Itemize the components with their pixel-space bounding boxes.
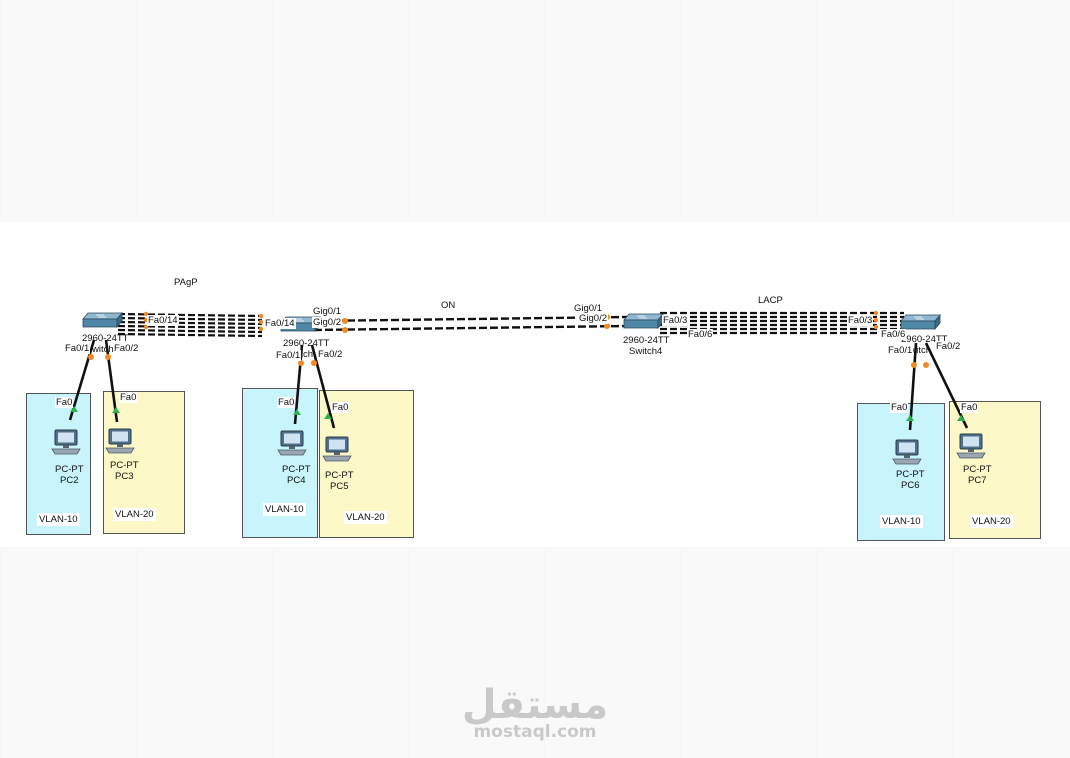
pc-name-label: PC3 <box>115 471 134 482</box>
port-label: Fa0/3 <box>847 315 874 326</box>
port-label: Fa0/1 <box>64 343 91 354</box>
pc-type-label: PC-PT <box>963 464 992 475</box>
pc-type-label: PC-PT <box>110 460 139 471</box>
port-label: Gig0/2 <box>312 317 342 328</box>
port-label: Gig0/2 <box>578 313 608 324</box>
port-label: Gig0/1 <box>574 303 602 314</box>
port-label: Gig0/1 <box>313 306 341 317</box>
switch-4-icon[interactable] <box>623 313 664 329</box>
pc-type-label: PC-PT <box>55 464 84 475</box>
port-label: Fa0/1 <box>275 350 302 361</box>
protocol-label-lacp: LACP <box>758 295 783 306</box>
port-label: Fa0/3 <box>662 315 689 326</box>
pc-type-label: PC-PT <box>325 470 354 481</box>
pc-name-label: PC5 <box>330 481 349 492</box>
vlan-label: VLAN-20 <box>113 508 156 521</box>
switch-1-model: 2960-24TT <box>82 333 129 344</box>
switch-5-caption: Switch <box>903 345 931 356</box>
port-label: Fa0/2 <box>935 341 962 352</box>
pc-name-label: PC7 <box>968 475 987 486</box>
port-label: Fa0/2 <box>317 349 344 360</box>
port-label: Fa0/2 <box>113 343 140 354</box>
vlan-label: VLAN-10 <box>37 513 80 526</box>
pc-type-label: PC-PT <box>896 469 925 480</box>
switch-1-caption: witch <box>92 344 114 355</box>
vlan-label: VLAN-20 <box>344 511 387 524</box>
port-label: Fa0/6 <box>880 329 907 340</box>
switch-1-icon[interactable] <box>82 312 123 328</box>
protocol-label-pagp: PAgP <box>174 277 198 288</box>
switch-4-caption: Switch4 <box>629 346 663 357</box>
pc-icon[interactable] <box>51 429 81 455</box>
pc-port-label: Fa0 <box>890 402 909 413</box>
watermark-latin: mostaql.com <box>473 722 597 742</box>
switch-5-icon[interactable] <box>900 314 941 330</box>
pc-port-label: Fa0 <box>55 397 74 408</box>
pc-icon[interactable] <box>105 428 135 454</box>
pc-name-label: PC2 <box>60 475 79 486</box>
pc-icon[interactable] <box>322 436 352 462</box>
port-label: Fa0/6 <box>687 329 714 340</box>
pc-port-label: Fa0 <box>119 392 138 403</box>
pc-icon[interactable] <box>277 430 307 456</box>
vlan-area-pc2 <box>26 393 91 535</box>
port-label: Fa0/14 <box>264 318 296 329</box>
protocol-label-on: ON <box>441 300 456 311</box>
vlan-label: VLAN-20 <box>970 515 1013 528</box>
pc-port-label: Fa0 <box>331 402 350 413</box>
vlan-label: VLAN-10 <box>880 515 923 528</box>
pc-name-label: PC4 <box>287 475 306 486</box>
pc-name-label: PC6 <box>901 480 920 491</box>
switch-4-model: 2960-24TT <box>623 335 670 346</box>
pc-port-label: Fa0 <box>277 397 296 408</box>
vlan-label: VLAN-10 <box>263 503 306 516</box>
pc-port-label: Fa0 <box>960 402 979 413</box>
watermark-arabic: مستقل <box>461 682 609 728</box>
pc-icon[interactable] <box>956 433 986 459</box>
port-label: Fa0/14 <box>147 315 179 326</box>
switch-2-model: 2960-24TT <box>283 338 330 349</box>
switch-5-model: 2960-24TT <box>901 334 948 345</box>
port-label: Fa0/1 <box>887 345 914 356</box>
pc-icon[interactable] <box>892 439 922 465</box>
pc-type-label: PC-PT <box>282 464 311 475</box>
